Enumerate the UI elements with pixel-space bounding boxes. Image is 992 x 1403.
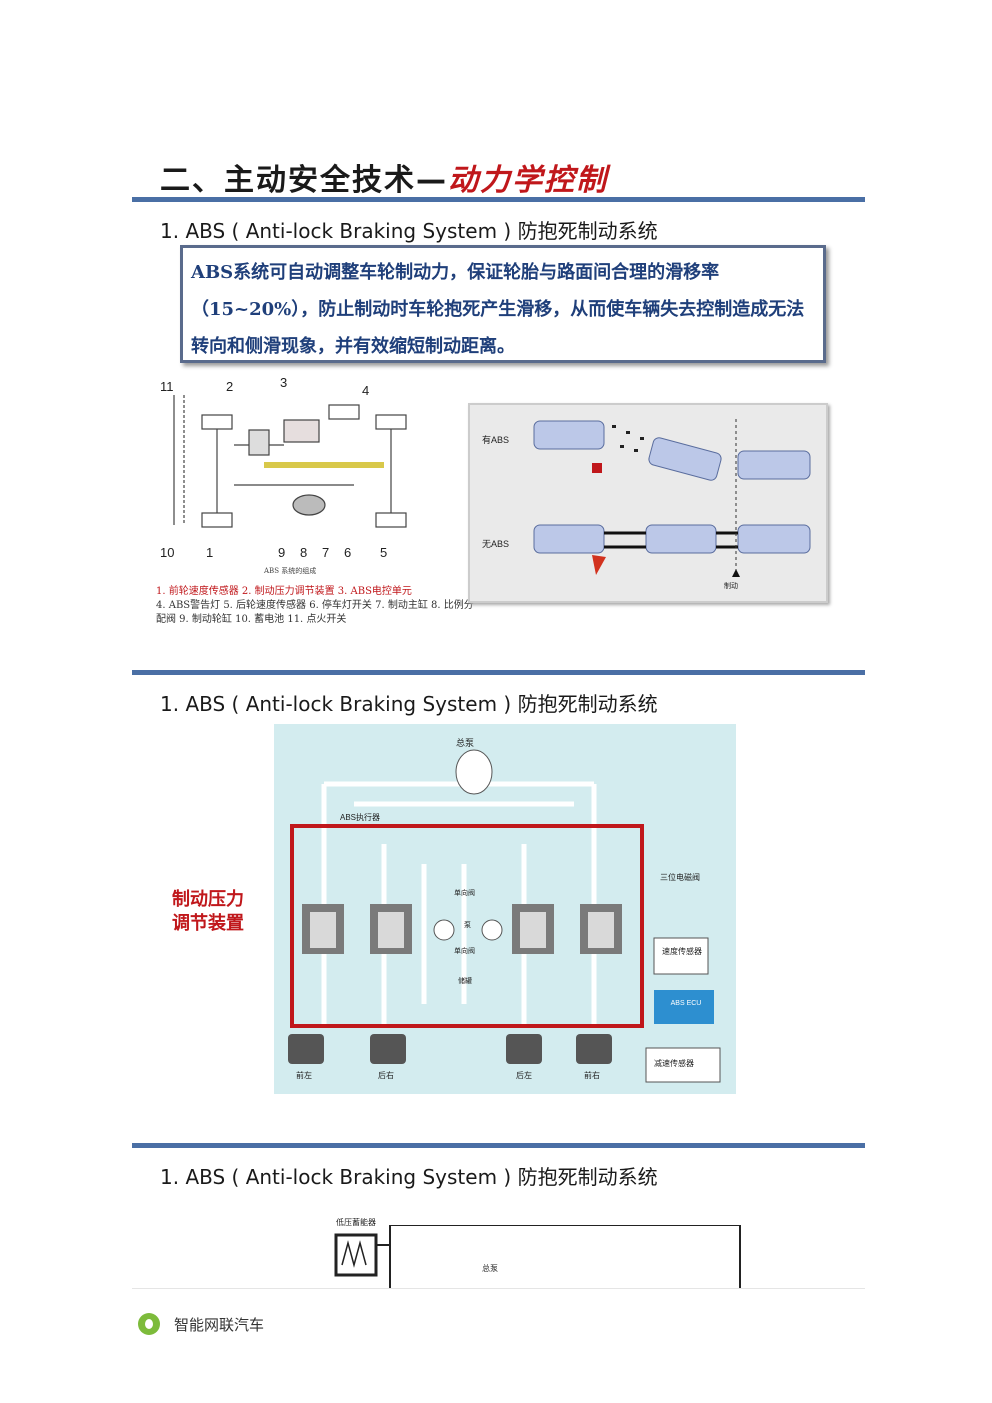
component-number: 9 [278,545,285,560]
third-pump-label: 总泵 [482,1264,498,1273]
abs-comparison-panel: 有ABS 无ABS 制动 [468,403,828,603]
third-diagram-lines [334,1225,741,1288]
with-abs-label: 有ABS [482,435,510,445]
modulator-line-1: 制动压力 [172,889,244,910]
component-number: 11 [160,379,174,394]
section-title-highlight: 动力学控制 [448,163,608,198]
component-number: 5 [380,545,387,560]
wheel-label: 前左 [296,1071,312,1080]
abs-component-diagram: 11 2 3 4 10 1 9 8 7 6 5 ABS 系统的组成 [160,375,407,575]
component-number: 1 [206,545,213,560]
brand-logo-icon [138,1313,160,1335]
slide-1: 二、主动安全技术—动力学控制 1. ABS ( Anti-lock Brakin… [132,145,865,635]
divider-bar [132,1143,865,1148]
check-valve-1-label: 单向阀 [454,890,475,897]
footer: 智能网联汽车 [132,1288,865,1359]
check-valve-2-label: 单向阀 [454,948,475,955]
section-title-prefix: 二、主动安全技术— [160,163,448,198]
component-number: 2 [226,379,233,394]
component-number: 4 [362,383,369,398]
component-number: 7 [322,545,329,560]
car-illustration [533,419,811,577]
hydraulic-lines [288,749,721,1083]
accumulator-label: 低压蓄能器 [336,1218,376,1227]
slide-2: 1. ABS ( Anti-lock Braking System ) 防抱死制… [132,670,865,1100]
master-pump-label: 总泵 [456,738,475,748]
braking-label: 制动 [724,583,738,590]
without-abs-label: 无ABS [482,539,510,549]
component-number: 6 [344,545,351,560]
component-number: 3 [280,375,287,390]
wheel-label: 后右 [378,1071,394,1080]
ecu-label: ABS ECU [670,1000,702,1007]
wheel-label: 后左 [516,1071,532,1080]
component-legend: 1. 前轮速度传感器 2. 制动压力调节装置 3. ABS电控单元 4. ABS… [156,585,476,627]
modulator-line-2: 调节装置 [172,913,244,934]
brand-name: 智能网联汽车 [174,1316,265,1334]
description-box: ABS系统可自动调整车轮制动力，保证轮胎与路面间合理的滑移率（15~20%），防… [180,245,826,363]
divider-bar [132,197,865,202]
description-text: ABS系统可自动调整车轮制动力，保证轮胎与路面间合理的滑移率（15~20%），防… [191,262,805,357]
divider-bar [132,670,865,675]
solenoid-label: 三位电磁阀 [660,873,700,882]
section-title: 二、主动安全技术—动力学控制 [160,155,608,199]
slide-heading: 1. ABS ( Anti-lock Braking System ) 防抱死制… [160,1165,658,1189]
slide-heading: 1. ABS ( Anti-lock Braking System ) 防抱死制… [160,219,658,243]
diagram-caption: ABS 系统的组成 [263,566,316,575]
hydraulic-diagram: 总泵 ABS执行器 单向阀 泵 单向阀 储罐 三位电磁阀 速度传感器 ABS E… [274,724,736,1094]
decel-sensor-label: 减速传感器 [654,1059,694,1068]
slide-3: 1. ABS ( Anti-lock Braking System ) 防抱死制… [132,1143,865,1288]
slide-heading: 1. ABS ( Anti-lock Braking System ) 防抱死制… [160,692,658,716]
speed-sensor-label: 速度传感器 [662,947,702,956]
modulator-callout: 制动压力 调节装置 [172,888,244,936]
component-number: 10 [160,545,174,560]
reservoir-label: 储罐 [458,978,472,985]
legend-red: 1. 前轮速度传感器 2. 制动压力调节装置 3. ABS电控单元 [156,586,412,597]
component-number: 8 [300,545,307,560]
wheel-label: 前右 [584,1071,600,1080]
actuator-label: ABS执行器 [340,813,381,822]
legend-rest: 4. ABS警告灯 5. 后轮速度传感器 6. 停车灯开关 7. 制动主缸 8.… [156,600,474,625]
pump-label: 泵 [464,922,471,929]
